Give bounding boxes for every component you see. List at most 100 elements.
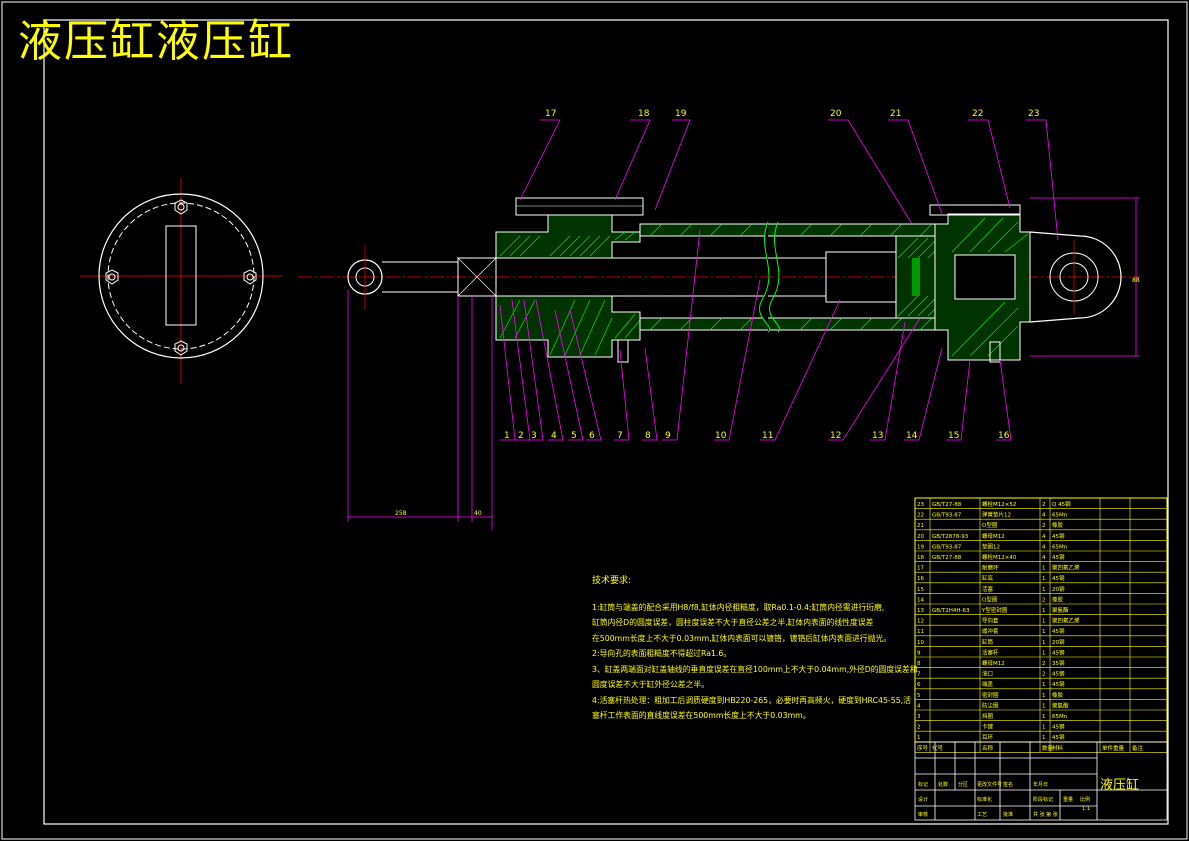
- bom-cell: GB/T2H4H-63: [932, 608, 970, 614]
- bom-cell: GB/T93-87: [932, 513, 962, 519]
- bom-cell: GB/T27-88: [932, 555, 962, 561]
- balloon-22: 22: [972, 109, 983, 119]
- bom-cell: 橡胶: [1052, 691, 1064, 699]
- bom-cell: 1: [917, 735, 921, 741]
- bom-cell: 19: [917, 544, 924, 550]
- balloon-8: 8: [645, 431, 651, 441]
- bom-cell: 2: [917, 725, 921, 731]
- bom-header-cell: 代号: [932, 744, 944, 752]
- balloon-15: 15: [948, 431, 959, 441]
- tech-line: 圆度误差不大于缸外径公差之半。: [592, 680, 709, 689]
- bom-header-cell: 材料: [1052, 744, 1064, 752]
- tb-label-date: 年月日: [1033, 781, 1048, 788]
- bom-cell: O型圈: [982, 521, 998, 529]
- bom-cell: 螺栓M12×52: [982, 500, 1016, 508]
- tech-line: 塞杆工作表面的直线度误差在500mm长度上不大于0.03mm。: [592, 711, 811, 720]
- bom-cell: 4: [1042, 513, 1046, 519]
- balloon-10: 10: [715, 431, 727, 441]
- bom-cell: 1: [1042, 587, 1046, 593]
- tb-label-mark: 标记: [918, 781, 928, 788]
- bom-cell: 20钢: [1052, 638, 1065, 646]
- bom-cell: 1: [1042, 725, 1046, 731]
- bom-cell: 13: [917, 608, 924, 614]
- bom-cell: 1: [1042, 640, 1046, 646]
- tb-label-review: 审核: [918, 811, 928, 818]
- bom-cell: 12: [917, 619, 924, 625]
- balloon-18: 18: [638, 109, 650, 119]
- balloon-16: 16: [998, 431, 1010, 441]
- bom-cell: 65Mn: [1052, 544, 1068, 550]
- bom-cell: GB/T27-88: [932, 502, 962, 508]
- bom-cell: 聚四氟乙烯: [1052, 617, 1080, 625]
- bom-cell: 缸底: [982, 574, 994, 582]
- bom-cell: GB/T93-87: [932, 544, 962, 550]
- tb-label-sign: 签名: [1003, 781, 1013, 788]
- tb-label-sheet: 共 张 第 张: [1033, 811, 1058, 818]
- technical-requirements: 技术要求: 1:缸筒与端盖的配合采用H8/f8,缸体内径粗糙度，取Ra0.1-0…: [592, 574, 922, 724]
- bom-cell: 45钢: [1052, 680, 1065, 688]
- bom-cell: 2: [1042, 523, 1046, 529]
- tb-label-design: 设计: [918, 796, 928, 803]
- bom-cell: 橡胶: [1052, 595, 1064, 603]
- balloon-1: 1: [504, 431, 510, 441]
- bom-cell: O型圈: [982, 595, 998, 603]
- bom-cell: 15: [917, 587, 924, 593]
- bom-cell: 14: [917, 597, 924, 603]
- title-block-labels: 标记 处数 分区 更改文件号 签名 年月日 设计 标准化 阶段标记 重量 比例 …: [918, 781, 1090, 818]
- balloon-7: 7: [617, 431, 623, 441]
- bom-cell: 16: [917, 576, 924, 582]
- balloon-3: 3: [531, 431, 537, 441]
- titleblock-part-name: 液压缸: [1100, 778, 1140, 793]
- bom-cell: 4: [1042, 544, 1046, 550]
- cylinder-section: [298, 197, 1140, 363]
- bom-cell: 23: [917, 502, 924, 508]
- bom-cell: 45钢: [1052, 648, 1065, 656]
- bom-header-cell: 数量: [1042, 744, 1054, 752]
- tb-scale-value: 1:1: [1082, 806, 1090, 812]
- tech-line: 4:活塞杆热处理：粗加工后调质硬度到HB220-265，必要时再高频火，硬度到H…: [592, 695, 911, 705]
- bom-cell: 聚氨酯: [1052, 606, 1069, 614]
- dimensions: [347, 197, 1140, 530]
- bom-cell: 45钢: [1052, 723, 1065, 731]
- bom-cell: 45钢: [1052, 532, 1065, 540]
- bom-header-cell: 名称: [982, 744, 994, 752]
- bom-cell: 65Mn: [1052, 513, 1068, 519]
- bom-cell: 1: [1042, 682, 1046, 688]
- title-block: [914, 741, 1168, 821]
- bom-header-cell: 备注: [1132, 744, 1144, 752]
- balloon-21: 21: [890, 109, 901, 119]
- balloon-4: 4: [551, 431, 557, 441]
- dim-small: 40: [474, 510, 482, 517]
- bom-cell: 聚氨酯: [1052, 701, 1069, 709]
- bom-cell: 1: [1042, 650, 1046, 656]
- bom-cell: Y型密封圈: [981, 606, 1008, 614]
- tech-line: 1:缸筒与端盖的配合采用H8/f8,缸体内径粗糙度，取Ra0.1-0.4;缸筒内…: [592, 602, 885, 612]
- bom-cell: 18: [917, 555, 924, 561]
- tb-label-weight: 重量: [1063, 796, 1073, 803]
- tb-label-standard: 标准化: [977, 796, 992, 803]
- bom-cell: 缸筒: [982, 638, 994, 646]
- balloon-6: 6: [589, 431, 595, 441]
- bom-cell: 缓冲套: [982, 627, 999, 635]
- bom-cell: 1: [1042, 714, 1046, 720]
- balloon-5: 5: [571, 431, 577, 441]
- tech-line: 3、缸盖两端面对缸盖轴线的垂直度误差在直径100mm上不大于0.04mm,外径D…: [592, 664, 918, 674]
- bom-cell: 耐磨环: [982, 564, 999, 572]
- bom-cell: 挡圈: [982, 712, 994, 720]
- bom-cell: 活塞: [982, 585, 994, 593]
- bom-cell: 2: [1042, 672, 1046, 678]
- bom-cell: 2: [1042, 502, 1046, 508]
- bom-cell: 65Mn: [1052, 714, 1068, 720]
- bom-cell: GB/T2878-93: [932, 534, 969, 540]
- bom-cell: 1: [1042, 576, 1046, 582]
- bom-header-cell: 序号: [917, 744, 929, 752]
- bom-cell: 45钢: [1052, 627, 1065, 635]
- bom-cell: 1: [1042, 619, 1046, 625]
- bom-cell: 3: [917, 714, 921, 720]
- bom-cell: 6: [917, 682, 921, 688]
- balloon-20: 20: [830, 109, 842, 119]
- end-view: [80, 178, 282, 384]
- bom-cell: 45钢: [1052, 553, 1065, 561]
